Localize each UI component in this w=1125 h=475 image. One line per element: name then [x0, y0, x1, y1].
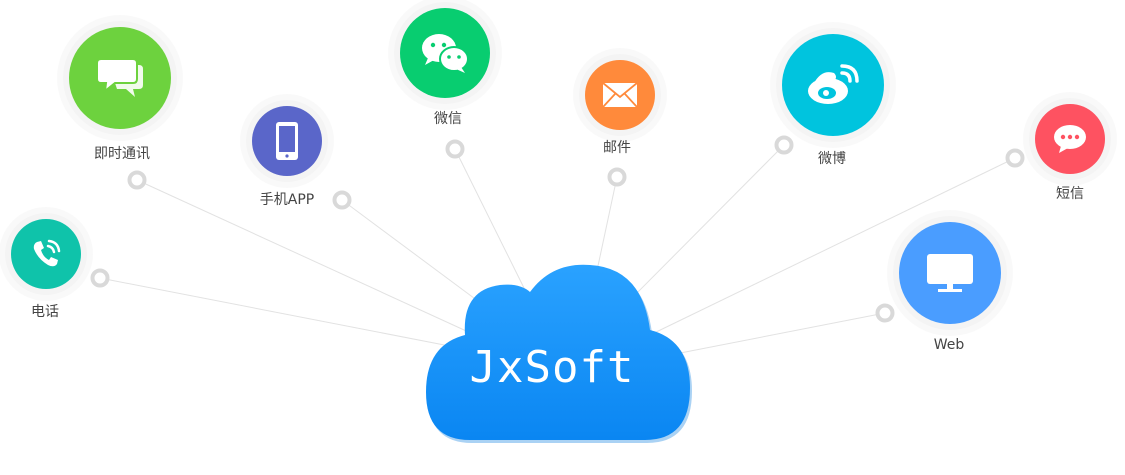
channel-phone[interactable] — [11, 219, 81, 289]
connector-weibo — [629, 144, 785, 301]
connector-dot-app — [332, 190, 352, 210]
connector-app — [341, 199, 491, 311]
wechat-icon — [422, 34, 469, 73]
channel-im[interactable] — [69, 27, 171, 129]
connector-dot-email — [607, 167, 627, 187]
mobile-phone-icon — [276, 122, 298, 160]
channel-weibo[interactable] — [782, 34, 884, 136]
channel-label-phone: 电话 — [31, 304, 59, 320]
phone-icon — [33, 239, 61, 267]
connector-wechat — [454, 148, 526, 291]
channel-label-web: Web — [933, 337, 965, 353]
weibo-icon — [808, 64, 859, 104]
monitor-icon — [927, 254, 973, 292]
channel-wechat[interactable] — [400, 8, 490, 98]
channel-email[interactable] — [585, 60, 655, 130]
connector-dot-weibo — [774, 135, 794, 155]
connector-web — [669, 312, 886, 356]
connector-phone — [99, 277, 471, 351]
envelope-icon — [602, 82, 638, 108]
cloud-icon — [426, 264, 692, 443]
chat-bubbles-icon — [96, 58, 143, 97]
channel-label-wechat: 微信 — [434, 111, 462, 127]
channel-label-im: 即时通讯 — [94, 146, 150, 162]
connector-im — [136, 179, 476, 336]
channel-sms[interactable] — [1035, 104, 1105, 174]
connector-dot-im — [127, 170, 147, 190]
channel-web[interactable] — [899, 222, 1001, 324]
channel-label-app: 手机APP — [259, 192, 315, 208]
channel-label-weibo: 微博 — [818, 151, 846, 167]
connector-sms — [649, 157, 1016, 336]
connector-email — [594, 176, 618, 281]
channel-label-sms: 短信 — [1056, 186, 1084, 202]
center-label: JxSoft — [469, 342, 635, 393]
channel-app[interactable] — [252, 106, 322, 176]
connector-dot-web — [875, 303, 895, 323]
connector-dot-wechat — [445, 139, 465, 159]
channel-label-email: 邮件 — [603, 140, 631, 156]
connector-dot-sms — [1005, 148, 1025, 168]
sms-bubble-icon — [1054, 125, 1086, 153]
connector-dot-phone — [90, 268, 110, 288]
